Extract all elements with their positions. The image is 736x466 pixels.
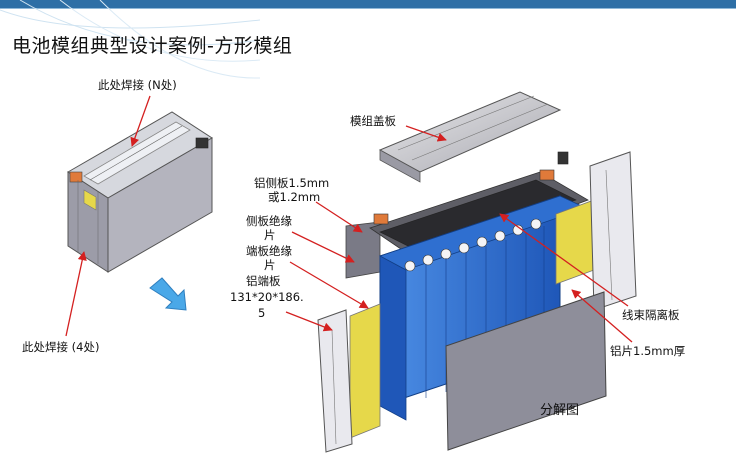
header-bar — [0, 0, 736, 8]
label-al-end-plate-line3: 5 — [258, 306, 266, 320]
label-al-end-plate-line1: 铝端板 — [246, 274, 281, 288]
arrow-end-insulation — [289, 261, 369, 309]
arrow-side-insulation — [291, 231, 355, 263]
label-end-insulation-line1: 端板绝缘 — [246, 244, 292, 258]
label-weld-side: 此处焊接 (4处) — [22, 340, 100, 354]
header-line — [0, 8, 736, 9]
arrow-weld-top — [130, 95, 151, 147]
page-title: 电池模组典型设计案例-方形模组 — [12, 35, 293, 57]
arrow-al-end-plate — [285, 311, 333, 332]
label-exploded-view: 分解图 — [540, 403, 580, 418]
exploded-module — [317, 91, 637, 453]
arrow-al-sheet — [571, 289, 633, 343]
label-al-side-plate-line1: 铝侧板1.5mm — [254, 176, 330, 190]
arrow-module-cover — [405, 125, 447, 142]
label-side-insulation-line2: 片 — [264, 228, 276, 242]
label-side-insulation-line1: 侧板绝缘 — [246, 214, 292, 228]
decorative-wave — [0, 0, 260, 79]
direction-arrow-icon — [149, 277, 187, 311]
label-al-sheet: 铝片1.5mm厚 — [610, 344, 686, 358]
label-module-cover: 模组盖板 — [350, 114, 396, 128]
assembled-module — [67, 111, 213, 273]
label-harness-isolation: 线束隔离板 — [622, 308, 680, 322]
label-al-side-plate-line2: 或1.2mm — [268, 190, 321, 204]
arrow-weld-side — [65, 251, 87, 337]
label-end-insulation-line2: 片 — [264, 258, 276, 272]
label-al-end-plate-line2: 131*20*186. — [230, 290, 304, 304]
arrow-harness-isolation — [499, 213, 629, 307]
arrow-al-side-plate — [315, 201, 363, 233]
label-weld-top: 此处焊接 (N处) — [98, 78, 177, 92]
